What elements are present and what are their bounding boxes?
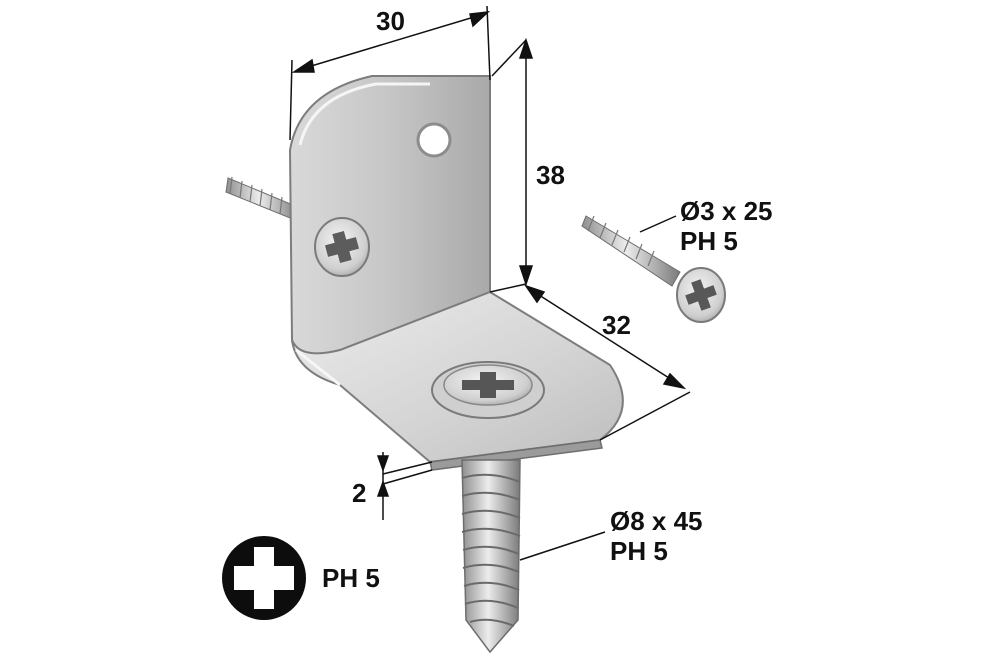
- phillips-cross-icon: [222, 536, 306, 620]
- small-screw-drive: PH 5: [680, 226, 738, 256]
- small-screw-size: Ø3 x 25: [680, 196, 773, 226]
- dimension-width-label: 30: [376, 6, 405, 36]
- mounting-hole: [416, 122, 452, 158]
- large-screw-shank: [461, 459, 521, 654]
- large-screw-size: Ø8 x 45: [610, 506, 703, 536]
- dimension-thickness-label: 2: [352, 478, 367, 508]
- dimension-height-label: 38: [536, 160, 565, 190]
- horizontal-plate-screw-head: [431, 361, 545, 419]
- large-screw-drive: PH 5: [610, 536, 668, 566]
- rear-screw-shank: [225, 176, 301, 223]
- drive-legend-label: PH 5: [322, 563, 380, 593]
- small-screw: [581, 215, 726, 323]
- dimension-depth-label: 32: [602, 310, 631, 340]
- large-screw-spec: Ø8 x 45 PH 5: [610, 506, 703, 566]
- small-screw-spec: Ø3 x 25 PH 5: [680, 196, 773, 256]
- vertical-plate-screw-head: [314, 217, 370, 277]
- dimension-lines: [289, 5, 691, 561]
